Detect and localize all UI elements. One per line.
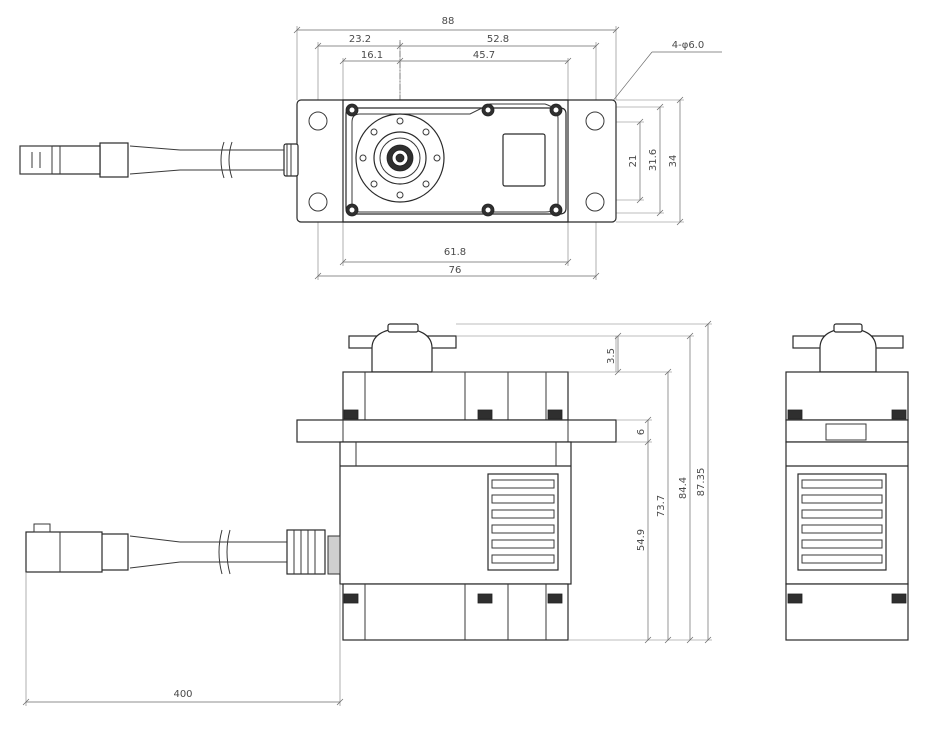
output-horn [355, 113, 445, 203]
side-dimension-lines [22, 320, 712, 706]
dim-height-outer: 34 [668, 155, 679, 168]
dim-overall-width: 88 [442, 16, 455, 27]
dim-cable-length: 400 [173, 689, 192, 700]
dim-inner-span: 45.7 [473, 50, 495, 61]
top-screws [345, 103, 563, 217]
dim-height-inner: 21 [628, 155, 639, 168]
dimension-labels: 88 23.2 52.8 16.1 45.7 4-φ6.0 61.8 76 21… [173, 16, 707, 700]
dim-right-offset: 52.8 [487, 34, 509, 45]
dim-inner-left: 16.1 [361, 50, 383, 61]
dim-overall-height-a: 84.4 [678, 477, 689, 499]
mount-hole [308, 192, 328, 212]
dim-hole-spacing: 61.8 [444, 247, 466, 258]
side-cable [25, 523, 341, 575]
label-window [502, 133, 546, 187]
dim-body-length: 76 [449, 265, 462, 276]
dim-holes-note: 4-φ6.0 [672, 40, 704, 51]
side-lower-case [342, 583, 569, 641]
top-cable [19, 141, 299, 179]
dim-overall-height-b: 87.35 [696, 468, 707, 497]
dim-flange-thickness: 6 [636, 429, 647, 435]
mount-hole [585, 192, 605, 212]
front-view [785, 323, 909, 641]
top-dimension-lines [293, 26, 722, 280]
dim-body-height: 73.7 [656, 495, 667, 517]
side-cooling-fins [487, 473, 559, 571]
top-view [19, 26, 722, 280]
mount-hole [308, 111, 328, 131]
dim-height-mid: 31.6 [648, 149, 659, 171]
side-upper-case [342, 371, 569, 421]
dim-left-offset: 23.2 [349, 34, 371, 45]
dim-horn-offset: 3.5 [606, 348, 617, 364]
mount-hole [585, 111, 605, 131]
side-view [22, 320, 712, 706]
dim-lower-height: 54.9 [636, 529, 647, 551]
